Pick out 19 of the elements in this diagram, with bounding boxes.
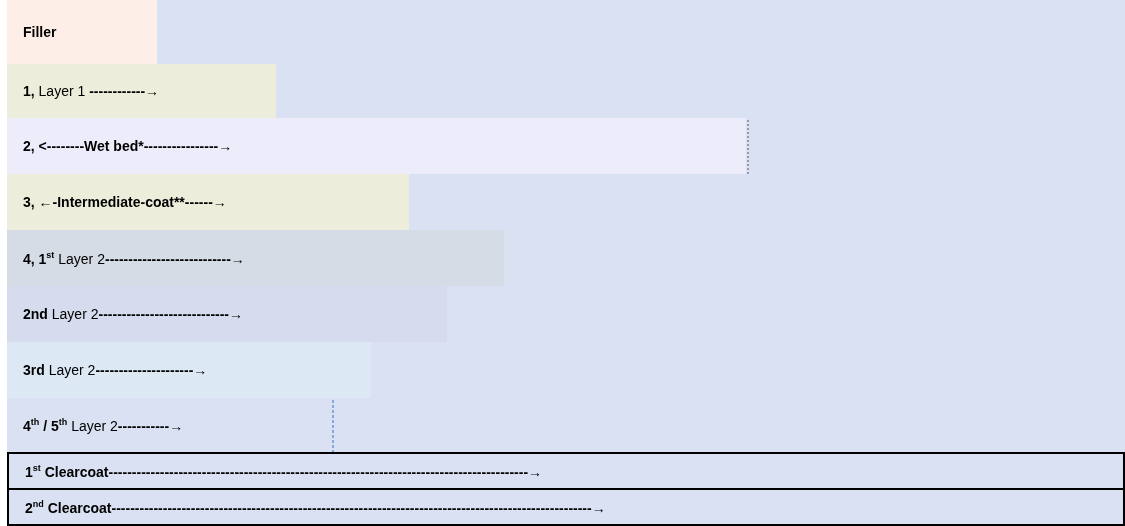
layer-band: [7, 452, 1125, 490]
layer-label: 4, 1$^{st}$ Layer 2---------------------------→: [22, 249, 245, 267]
layer-label: 4$^{th}$ / 5$^{th}$ Layer 2-----------→: [22, 416, 184, 434]
layer-band: [7, 64, 276, 118]
layer-band: [7, 0, 157, 64]
layer-band: [7, 490, 1125, 526]
layer-band: [7, 118, 746, 174]
layer-label: Filler: [22, 24, 57, 40]
layer-label: 3rd Layer 2---------------------→: [22, 362, 208, 378]
layer-label: 1, Layer 1 ------------→: [22, 83, 160, 99]
layer-band: [7, 286, 447, 342]
layer-band: [7, 342, 371, 398]
layer-label: 2, <--------Wet bed*----------------→: [22, 138, 233, 154]
layer-band: [7, 230, 504, 286]
layer-band: [7, 174, 409, 230]
layer-label: 3, ←-Intermediate-coat**------→: [22, 194, 227, 210]
layer-label: 2nd Layer 2----------------------------→: [22, 306, 244, 322]
layer-label: 2$^{nd}$ Clearcoat-------------------------------------------------------------------------------------------------------→: [24, 498, 606, 516]
layer-label: 1$^{st}$ Clearcoat------------------------------------------------------------------------------------------→: [24, 462, 543, 480]
